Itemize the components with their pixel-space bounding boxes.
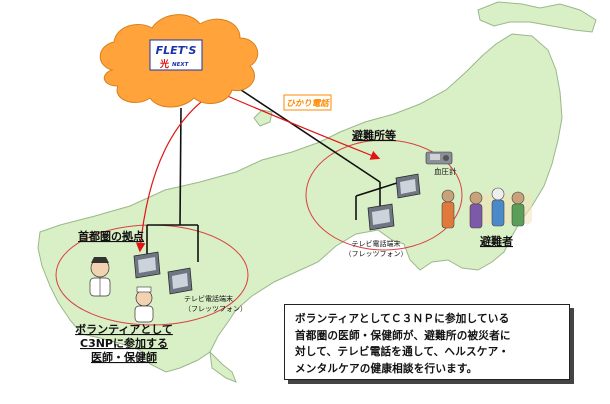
flets-cloud: FLET'S 光 NEXT [99,14,259,108]
hikari-arrow-to-shelter [224,94,381,160]
capital-videophone-icon-1 [133,251,161,279]
shelter-videophone-icon-1 [395,173,421,199]
honshu-landmass [37,33,563,373]
capital-title: 首都圏の拠点 [78,229,144,243]
description-line: ボランティアとしてＣ３ＮＰに参加している [295,313,510,325]
description-line: メンタルケアの健康相談を行います。 [295,362,478,375]
next-text: NEXT [172,62,190,68]
nurse-illustration [134,286,154,323]
shelter-area-ellipse [305,139,463,251]
description-box: ボランティアとしてＣ３ＮＰに参加している 首都圏の医師・保健師が、避難所の被災者… [284,304,570,380]
volunteer-label-line-1: ボランティアとして [75,322,173,336]
shelter-title: 避難所等 [352,128,396,142]
description-line: 首都圏の医師・保健師が、避難所の被災者に [295,329,511,342]
flets-logo-text: FLET'S [156,44,197,57]
shelter-videophone-icon-2 [367,203,395,231]
shelter-terminal-label-1: テレビ電話端末 [352,239,401,248]
blood-pressure-label: 血圧計 [434,166,457,176]
hikari-denwa-label: ひかり電話 [286,98,330,109]
blood-pressure-monitor-icon [425,151,453,165]
capital-videophone-icon-2 [167,267,193,295]
volunteer-label-line-3: 医師・保健師 [91,350,157,364]
hikari-denwa-badge: ひかり電話 [283,94,332,111]
description-line: 対して、テレビ電話を通して、ヘルスケア・ [295,346,510,358]
capital-terminal-label-2: （フレッツフォン） [184,305,247,313]
shelter-terminal-label-2: （フレッツフォン） [345,250,408,258]
sado-island [253,109,273,127]
doctor-illustration [89,257,111,297]
hokkaido-tip [477,1,597,33]
flets-logo-badge [149,39,203,71]
network-lines [146,81,401,262]
evacuees-illustration [441,187,532,229]
hikari-arrow-to-capital [135,94,211,253]
izu-peninsula [209,350,237,383]
hikari-mark: 光 [159,58,169,70]
evacuees-label: 避難者 [480,234,513,248]
capital-terminal-label-1: テレビ電話端末 [184,294,233,303]
japan-map [37,1,597,383]
volunteer-label-line-2: C3NPに参加する [80,336,168,350]
